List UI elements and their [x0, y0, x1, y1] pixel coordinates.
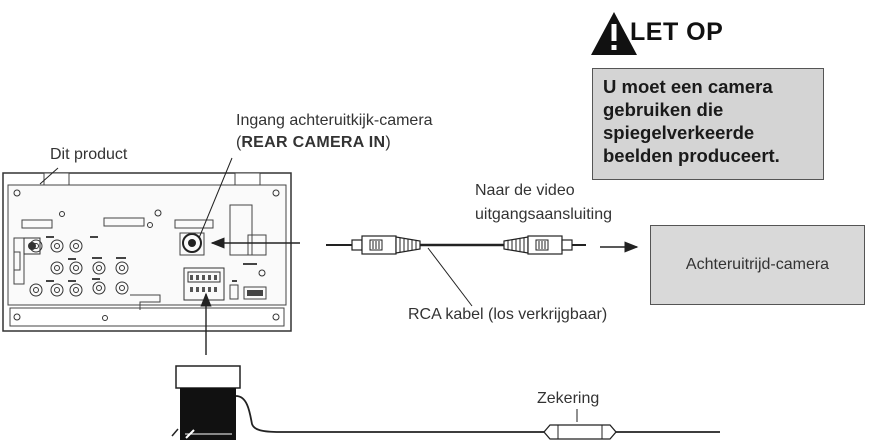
rear-camera-input-connector-label: (REAR CAMERA IN)	[236, 134, 391, 152]
rca-cable-label: RCA kabel (los verkrijgbaar)	[408, 306, 608, 323]
rca-leader-line	[427, 247, 473, 307]
rear-camera-box: Achteruitrijd-camera	[650, 225, 865, 305]
input-leader-line	[198, 157, 233, 239]
paren-close: )	[385, 134, 391, 151]
head-unit-rear-panel	[2, 172, 292, 332]
video-out-label-line2: uitgangsaansluiting	[475, 206, 612, 223]
caution-message: U moet een camera gebruiken die spiegelv…	[592, 68, 824, 180]
video-out-label-line1: Naar de video	[475, 182, 575, 199]
product-label: Dit product	[50, 146, 128, 163]
product-leader-line	[39, 167, 59, 185]
fuse-icon	[543, 424, 617, 440]
power-harness-connector	[171, 365, 241, 440]
fuse-label: Zekering	[537, 390, 600, 407]
warning-triangle-icon	[591, 12, 637, 55]
rear-camera-input-label: Ingang achteruitkijk-camera	[236, 112, 433, 129]
rca-cable	[326, 235, 586, 255]
paren-open: (	[236, 134, 242, 151]
caution-title: LET OP	[630, 18, 724, 46]
connector-name: REAR CAMERA IN	[241, 134, 386, 151]
fuse-wire	[235, 395, 720, 433]
